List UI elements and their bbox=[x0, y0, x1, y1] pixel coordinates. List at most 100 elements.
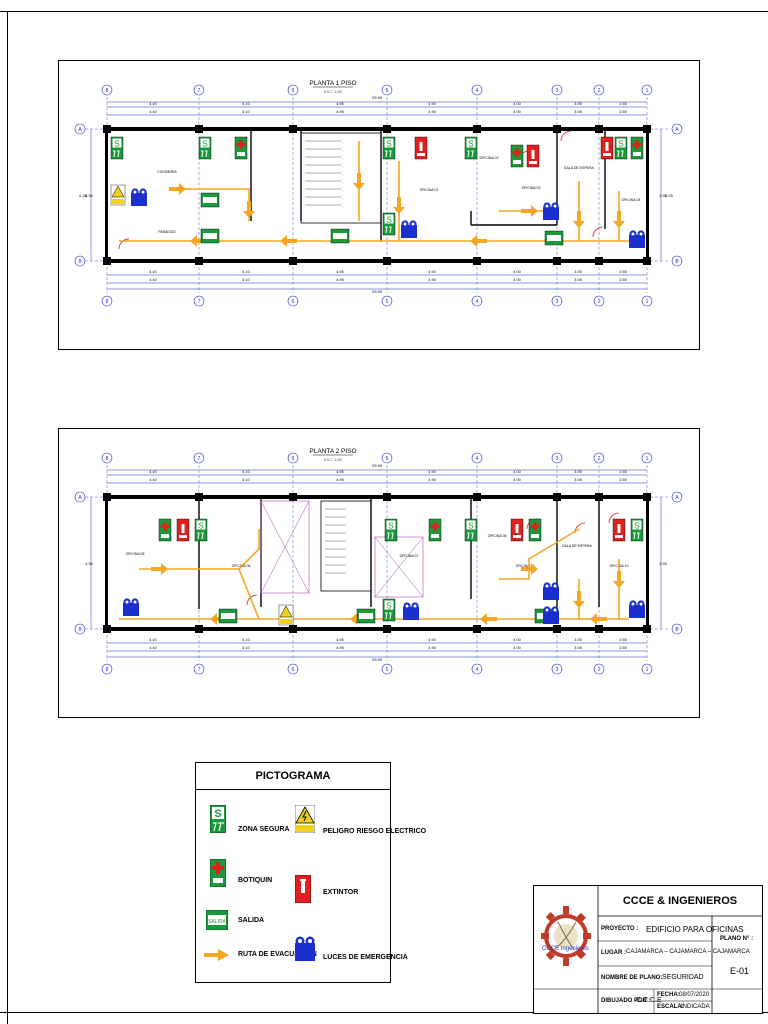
column bbox=[383, 625, 391, 633]
dimension-label-bottom: 5.10 bbox=[242, 278, 249, 282]
safe-zone-panel bbox=[384, 214, 394, 224]
first-aid-label bbox=[531, 534, 539, 538]
dimension-label-side: 4.95 bbox=[659, 194, 666, 198]
grid-bubble-bottom bbox=[551, 295, 563, 307]
grid-bubble-label: 6 bbox=[292, 299, 295, 305]
grid-bubble-top bbox=[471, 452, 483, 464]
evacuation-arrow-shape bbox=[613, 211, 625, 228]
grid-bubble-label: 4 bbox=[476, 456, 479, 462]
safe-zone-letter: S bbox=[468, 522, 473, 531]
room-label: OFICINA 08 bbox=[488, 534, 507, 538]
evacuation-arrow-icon bbox=[151, 563, 168, 575]
grid-bubble-top bbox=[193, 84, 205, 96]
exit-icon bbox=[200, 228, 220, 244]
safe-zone-letter: S bbox=[202, 140, 207, 149]
grid-bubble-top bbox=[593, 452, 605, 464]
extinguisher-body bbox=[515, 524, 519, 533]
plan-title: PLANTA 2 PISO bbox=[309, 448, 356, 455]
dimension-label-top: 5.10 bbox=[242, 102, 249, 106]
exit-icon bbox=[200, 192, 220, 208]
evacuation-arrow-icon bbox=[393, 197, 405, 214]
dimension-label-top: 4.95 bbox=[336, 478, 343, 482]
grid-bubble-top bbox=[193, 452, 205, 464]
wall-exterior-bottom bbox=[107, 259, 647, 263]
extinguisher-label bbox=[179, 535, 187, 538]
electric-hazard-icon bbox=[278, 604, 294, 626]
column bbox=[473, 125, 481, 133]
legend-label-first-aid: BOTIQUIN bbox=[238, 877, 273, 884]
first-aid-cross-h bbox=[512, 151, 522, 154]
emergency-light-lens-left bbox=[405, 604, 409, 608]
dimension-label-top: 4.40 bbox=[149, 470, 156, 474]
grid-bubble-bottom bbox=[101, 295, 113, 307]
safe-zone-letter: S bbox=[468, 140, 473, 149]
dimension-overall-top: 29.90 bbox=[372, 463, 383, 468]
emergency-light-icon bbox=[295, 936, 315, 961]
dimension-label-top: 2.65 bbox=[619, 470, 626, 474]
plan-name-value: SEGURIDAD bbox=[662, 974, 704, 981]
dimension-label-top: 3.05 bbox=[574, 470, 581, 474]
dimension-label-side: 4.95 bbox=[659, 562, 666, 566]
scale-value: INDICADA bbox=[681, 1004, 710, 1010]
column bbox=[643, 125, 651, 133]
date-label: FECHA: bbox=[657, 992, 680, 998]
extinguisher-label bbox=[615, 535, 623, 538]
evacuation-arrow-shape bbox=[210, 613, 227, 625]
emergency-light-icon bbox=[629, 230, 645, 248]
emergency-light-lens-left bbox=[403, 222, 407, 226]
safe-zone-icon: S bbox=[382, 212, 396, 236]
safe-zone-panel bbox=[384, 138, 394, 148]
legend-label-exit: SALIDA bbox=[238, 917, 265, 924]
grid-bubble-label: 2 bbox=[598, 667, 601, 673]
emergency-light-icon bbox=[401, 220, 417, 238]
grid-bubble-label: A bbox=[675, 127, 679, 133]
emergency-light-lens-left bbox=[125, 600, 129, 604]
evacuation-arrow-shape bbox=[613, 571, 625, 588]
project-value: EDIFICIO PARA OFICINAS bbox=[646, 925, 744, 934]
evacuation-arrow-icon bbox=[470, 235, 487, 247]
wall-exterior-bottom bbox=[107, 627, 647, 631]
emergency-light-lens-right bbox=[413, 604, 417, 608]
shaft-void-cross bbox=[374, 536, 424, 598]
evacuation-arrow-icon bbox=[210, 613, 227, 625]
column bbox=[289, 493, 297, 501]
grid-bubble-bottom bbox=[381, 663, 393, 675]
column bbox=[289, 625, 297, 633]
grid-bubble-label: 6 bbox=[292, 456, 295, 462]
safe-zone-marks bbox=[633, 532, 640, 540]
grid-bubble-bottom bbox=[593, 295, 605, 307]
extinguisher-icon bbox=[295, 875, 311, 903]
column bbox=[103, 625, 111, 633]
grid-bubble-side bbox=[671, 623, 683, 635]
emergency-light-body bbox=[131, 193, 147, 206]
dimension-label-bottom: 2.65 bbox=[619, 646, 626, 650]
emergency-light-icon bbox=[123, 598, 139, 616]
column bbox=[643, 257, 651, 265]
exit-icon bbox=[356, 608, 376, 624]
grid-bubble-label: 8 bbox=[106, 667, 109, 673]
door-swing bbox=[608, 512, 620, 524]
wall-exterior-right bbox=[646, 129, 649, 261]
title-block-grid bbox=[534, 886, 762, 1013]
room-label: SALA DE ESPERA bbox=[564, 166, 594, 170]
grid-bubble-label: 5 bbox=[386, 667, 389, 673]
emergency-light-body bbox=[629, 235, 645, 248]
grid-bubble-top bbox=[641, 452, 653, 464]
dimension-label-top: 3.05 bbox=[574, 478, 581, 482]
dimension-label-top: 4.00 bbox=[513, 110, 520, 114]
safe-zone-icon: S bbox=[464, 136, 478, 160]
grid-bubble-label: 7 bbox=[198, 456, 201, 462]
dimension-label-side: 4.95 bbox=[85, 562, 92, 566]
safe-zone-marks bbox=[387, 532, 394, 540]
dimension-label-side: 4.95 bbox=[85, 194, 92, 198]
grid-bubble-label: 6 bbox=[292, 88, 295, 94]
dimension-overall-bottom: 29.90 bbox=[372, 289, 383, 294]
exit-panel bbox=[203, 233, 217, 239]
grid-bubble-label: 7 bbox=[198, 667, 201, 673]
evacuation-arrow-shape bbox=[190, 235, 207, 247]
evacuation-route-path bbox=[119, 141, 629, 242]
first-aid-cross-h bbox=[430, 525, 440, 528]
dimension-label-top: 4.90 bbox=[428, 478, 435, 482]
safe-zone-panel bbox=[632, 520, 642, 530]
dimension-label-bottom: 4.95 bbox=[336, 638, 343, 642]
